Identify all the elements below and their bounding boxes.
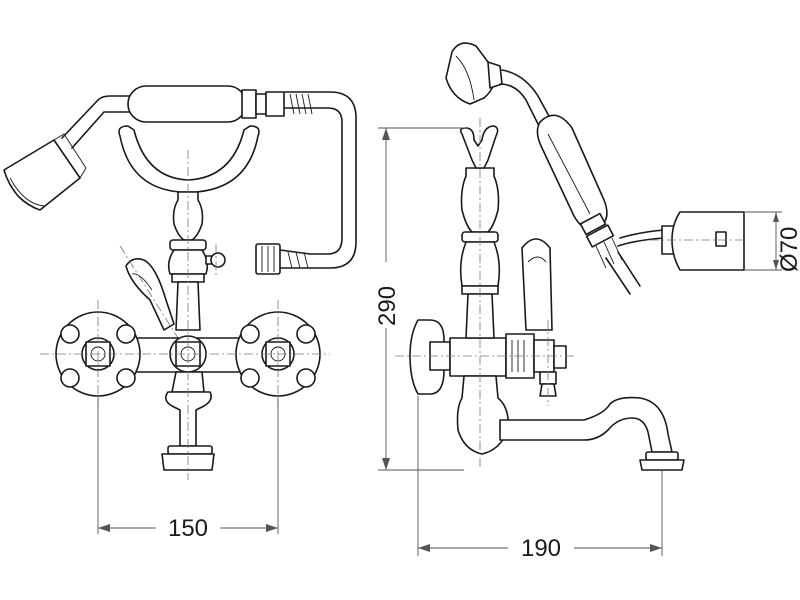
dimension-290-label: 290 <box>374 286 401 326</box>
front-hand-shower <box>127 85 313 123</box>
dimension-290: 290 <box>372 127 466 471</box>
side-hook <box>459 125 499 169</box>
front-cradle <box>118 125 260 193</box>
dimension-150-label: 150 <box>168 515 208 542</box>
side-lever-handle <box>521 238 553 331</box>
dimension-diameter-70-label: Ø70 <box>776 227 800 272</box>
side-hand-shower <box>445 42 641 295</box>
dimension-190: 190 <box>417 396 663 562</box>
dimension-diameter-70: Ø70 <box>744 206 800 276</box>
side-valve-knob <box>539 320 557 406</box>
front-hose-outlet <box>205 243 311 276</box>
front-spout <box>161 371 215 471</box>
side-spout <box>456 375 685 471</box>
dimension-150: 150 <box>97 398 279 542</box>
side-body <box>429 333 567 379</box>
front-shower-head <box>3 133 87 211</box>
dimension-190-label: 190 <box>521 535 561 562</box>
side-view: Ø70 290 190 <box>372 42 800 562</box>
front-shower-hose <box>284 91 357 269</box>
side-wall-flange <box>409 319 445 395</box>
side-wall-connector <box>617 211 745 271</box>
front-shower-arm <box>61 95 133 149</box>
front-lever-handle <box>119 245 179 339</box>
front-view: 150 <box>3 85 357 542</box>
